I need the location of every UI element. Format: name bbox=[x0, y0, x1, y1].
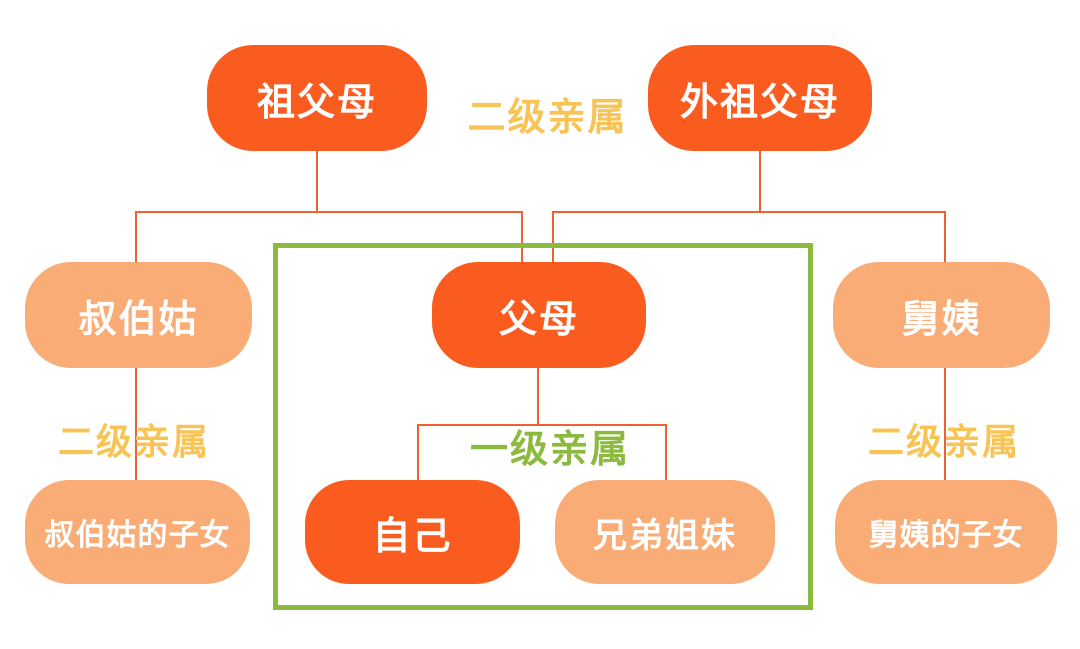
first-degree-frame bbox=[273, 243, 813, 610]
connector-line-self bbox=[417, 424, 419, 481]
connector-line-parents-left bbox=[521, 211, 523, 263]
node-maternal-uncles-aunts: 舅姨 bbox=[833, 262, 1050, 368]
node-paternal-cousins: 叔伯姑的子女 bbox=[25, 480, 250, 584]
connector-line-maternal-grandparents bbox=[759, 151, 761, 212]
label-second-degree-top: 二级亲属 bbox=[467, 97, 628, 139]
node-parents: 父母 bbox=[432, 262, 646, 368]
node-maternal-grandparents: 外祖父母 bbox=[648, 45, 872, 151]
connector-line-paternal-cousins bbox=[135, 368, 137, 481]
node-maternal-cousins: 舅姨的子女 bbox=[835, 480, 1057, 584]
connector-line-maternal-uncles bbox=[944, 211, 946, 263]
label-second-degree-left: 二级亲属 bbox=[57, 421, 210, 462]
connector-line-parents-down bbox=[537, 368, 539, 426]
connector-rail-center bbox=[417, 424, 667, 426]
node-siblings: 兄弟姐妹 bbox=[555, 480, 775, 584]
connector-rail-left bbox=[135, 211, 523, 213]
label-first-degree-center: 一级亲属 bbox=[469, 429, 630, 471]
connector-line-parents-right bbox=[552, 211, 554, 263]
node-self: 自己 bbox=[305, 480, 520, 584]
connector-line-paternal-grandparents bbox=[316, 151, 318, 212]
node-paternal-grandparents: 祖父母 bbox=[207, 45, 427, 151]
connector-rail-right bbox=[552, 211, 946, 213]
connector-line-maternal-cousins bbox=[944, 368, 946, 481]
connector-line-siblings bbox=[665, 424, 667, 481]
connector-line-paternal-uncles bbox=[135, 211, 137, 263]
label-second-degree-right: 二级亲属 bbox=[867, 421, 1020, 462]
node-paternal-uncles-aunts: 叔伯姑 bbox=[25, 262, 252, 368]
